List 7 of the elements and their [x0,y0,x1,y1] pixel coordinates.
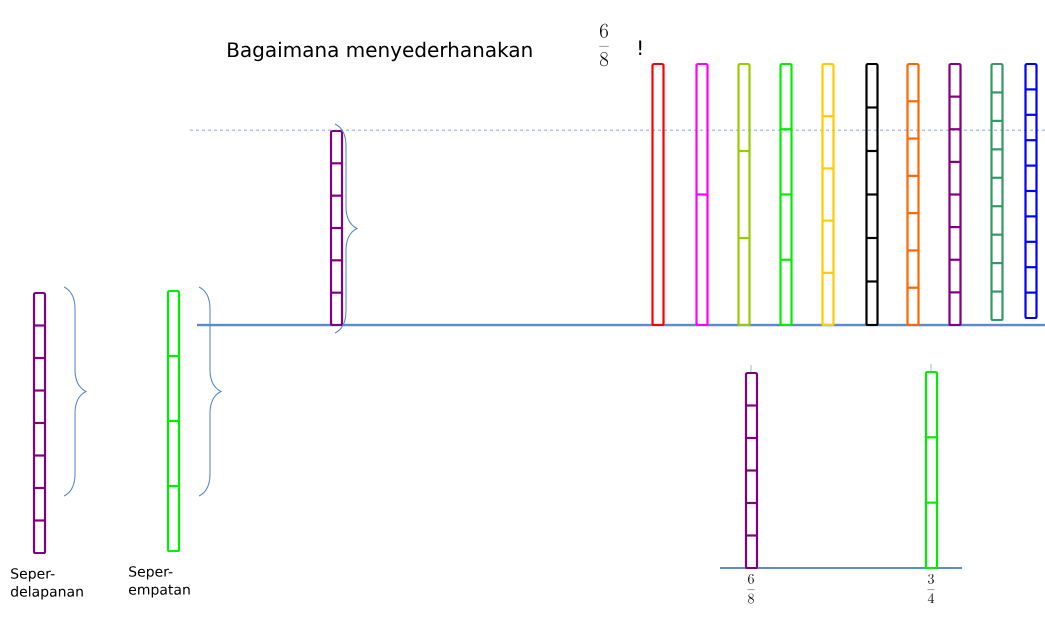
fraction: $\frac{3}{4}$ [927,573,935,604]
fraction: $\frac{6}{8}$ [747,573,755,604]
fraction: $\frac{6}{8}$ [599,23,609,67]
strip-label: Seper- delapanan [11,568,83,600]
exclamation-mark: ! [639,40,642,55]
strip-label: Seper- empatan [129,566,190,598]
title: Bagaimana menyederhanakan [228,41,532,62]
